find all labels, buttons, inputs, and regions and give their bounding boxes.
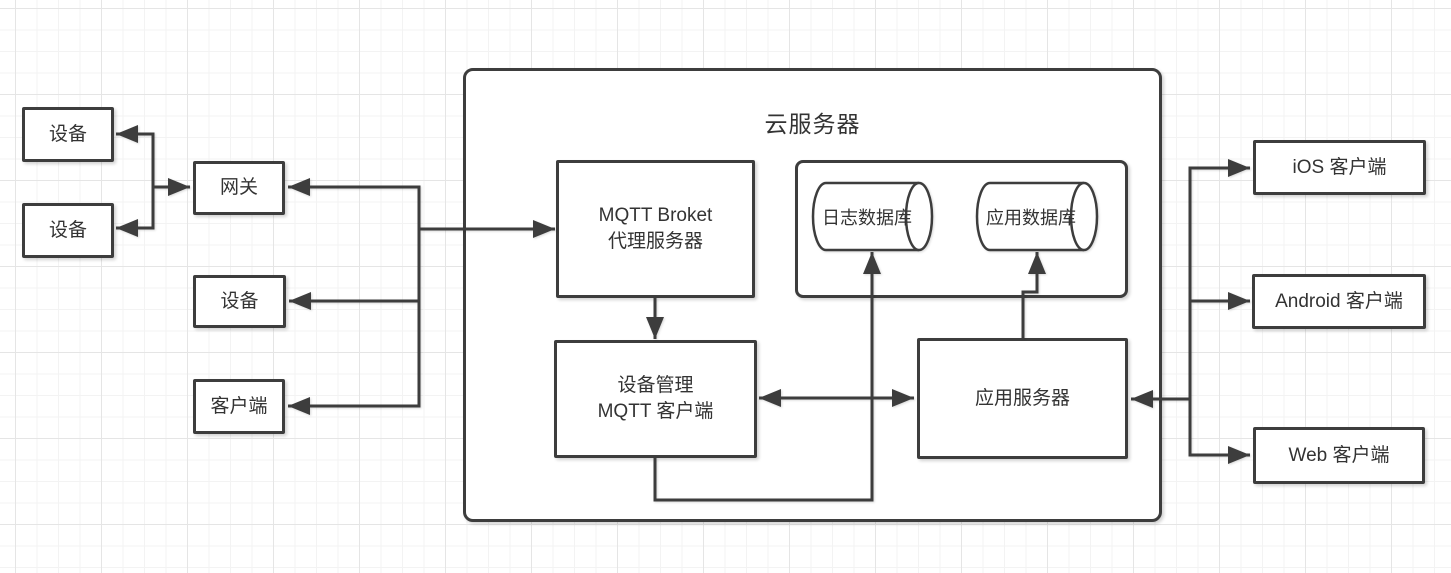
node-gateway[interactable]: 网关 bbox=[193, 161, 285, 215]
edge-fork-to-device-bottom bbox=[116, 187, 155, 237]
log-database-label: 日志数据库 bbox=[822, 207, 912, 228]
node-device-mgmt-label-line2: MQTT 客户端 bbox=[597, 401, 714, 422]
log-database-label-box: 日志数据库 bbox=[813, 183, 921, 250]
node-app-server[interactable]: 应用服务器 bbox=[917, 338, 1128, 459]
node-device-top-label: 设备 bbox=[48, 123, 87, 145]
edge-trunk-to-web-client bbox=[1188, 399, 1250, 464]
node-mqtt-broker-label-line2: 代理服务器 bbox=[607, 231, 703, 252]
edge-fork-to-device-top bbox=[116, 125, 155, 187]
node-client[interactable]: 客户端 bbox=[193, 379, 285, 434]
node-mqtt-broker[interactable]: MQTT Broket 代理服务器 bbox=[556, 160, 755, 298]
app-database-label-box: 应用数据库 bbox=[977, 183, 1085, 250]
edge-trunk-to-gateway bbox=[288, 178, 421, 229]
cloud-server-title: 云服务器 bbox=[764, 111, 861, 137]
node-android-client-label: Android 客户端 bbox=[1275, 290, 1403, 312]
node-device-top[interactable]: 设备 bbox=[22, 107, 114, 162]
node-web-client-label: Web 客户端 bbox=[1288, 444, 1390, 466]
node-web-client[interactable]: Web 客户端 bbox=[1253, 427, 1425, 484]
node-device-bottom-label: 设备 bbox=[48, 219, 87, 241]
node-client-label: 客户端 bbox=[210, 395, 268, 417]
node-device-bottom[interactable]: 设备 bbox=[22, 203, 114, 258]
node-ios-client[interactable]: iOS 客户端 bbox=[1253, 140, 1426, 195]
edge-trunk-to-client bbox=[288, 301, 421, 415]
edge-trunk-to-ios-client bbox=[1188, 159, 1250, 399]
node-device-mid[interactable]: 设备 bbox=[193, 275, 286, 328]
node-device-mgmt-label-line1: 设备管理 bbox=[617, 375, 694, 397]
node-app-server-label: 应用服务器 bbox=[974, 387, 1070, 409]
node-device-mgmt-mqtt-client[interactable]: 设备管理 MQTT 客户端 bbox=[554, 340, 757, 458]
node-ios-client-label: iOS 客户端 bbox=[1292, 156, 1387, 178]
node-mqtt-broker-label-line1: MQTT Broket bbox=[598, 205, 713, 227]
node-android-client[interactable]: Android 客户端 bbox=[1252, 274, 1426, 329]
app-database-label: 应用数据库 bbox=[986, 207, 1076, 228]
node-gateway-label: 网关 bbox=[219, 177, 258, 199]
edge-trunk-to-device-mid bbox=[289, 229, 421, 310]
node-device-mid-label: 设备 bbox=[220, 290, 259, 312]
